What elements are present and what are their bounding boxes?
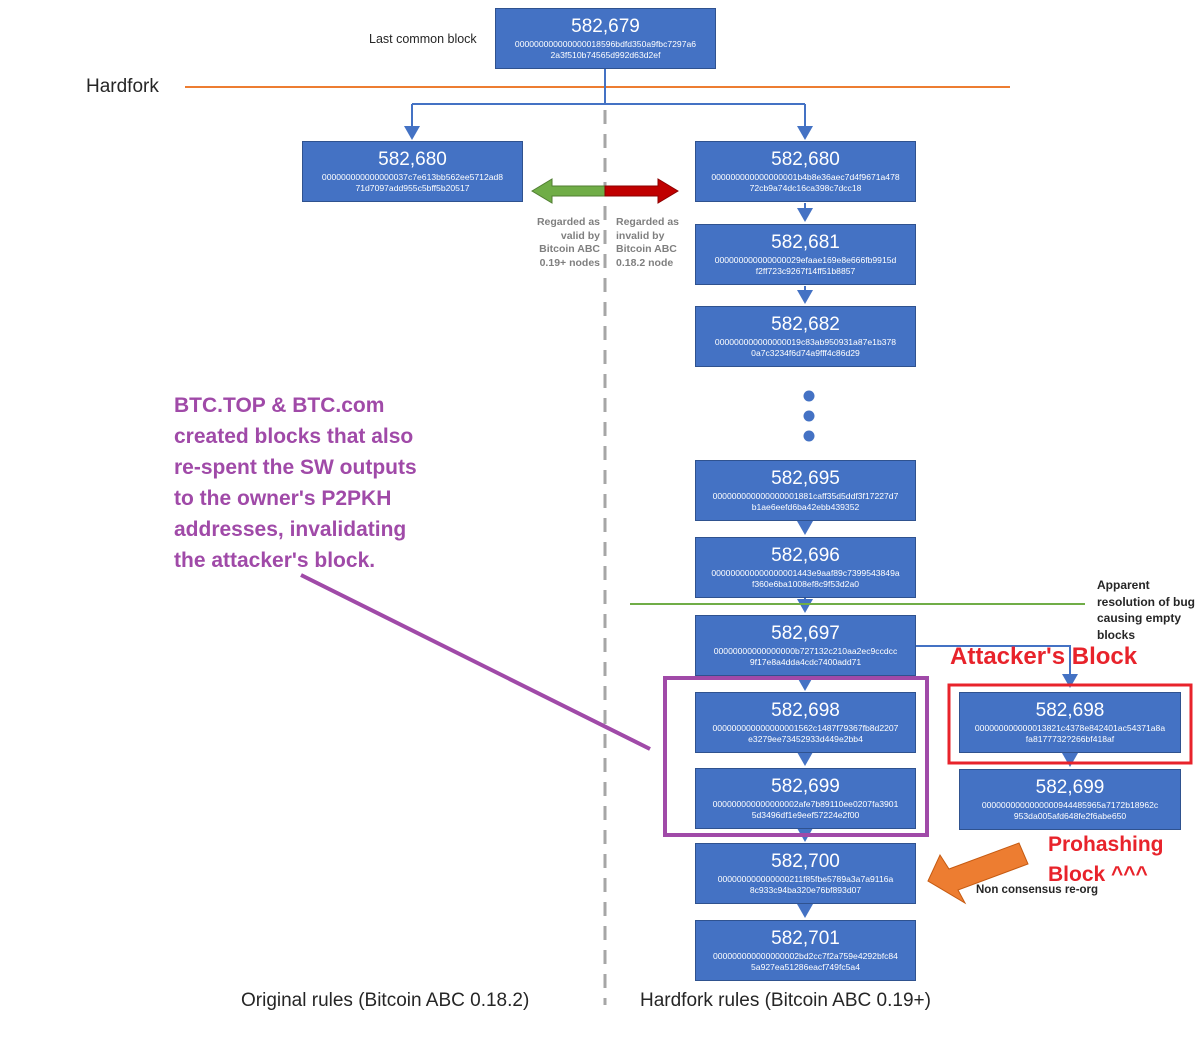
block-582682[interactable]: 582,682 000000000000000019c83ab950931a87…: [695, 306, 916, 367]
block-hash: 000000000000000002afe7b89110ee0207fa3901…: [712, 799, 899, 820]
block-height: 582,701: [771, 928, 840, 949]
valid-note: Regarded as valid by Bitcoin ABC 0.19+ n…: [536, 216, 600, 269]
block-hash: 0000000000000000944485965a7172b18962c 95…: [981, 800, 1159, 821]
block-height: 582,680: [378, 149, 447, 170]
fork-connector: [412, 68, 805, 105]
block-582699[interactable]: 582,699 000000000000000002afe7b89110ee02…: [695, 768, 916, 829]
invalid-arrow: [604, 178, 679, 204]
block-582696[interactable]: 582,696 000000000000000001443e9aaf89c739…: [695, 537, 916, 598]
block-582698-attacker[interactable]: 582,698 000000000000013821c4378e842401ac…: [959, 692, 1181, 753]
block-hash: 000000000000000001b4b8e36aec7d4f9671a478…: [711, 172, 900, 193]
block-582698[interactable]: 582,698 000000000000000001562c1487f79367…: [695, 692, 916, 753]
hardfork-rules-label: Hardfork rules (Bitcoin ABC 0.19+): [640, 990, 931, 1011]
non-consensus-label: Non consensus re-org: [976, 884, 1099, 896]
block-582697[interactable]: 582,697 00000000000000000b727132c210aa2e…: [695, 615, 916, 676]
attacker-branch-connector: [916, 645, 1078, 688]
attacker-highlight-box: [947, 683, 1193, 765]
block-582680[interactable]: 582,680 000000000000000001b4b8e36aec7d4f…: [695, 141, 916, 202]
purple-pointer-line: [300, 573, 651, 751]
block-582700[interactable]: 582,700 000000000000000211f85fbe5789a3a7…: [695, 843, 916, 904]
block-height: 582,697: [771, 623, 840, 644]
block-height: 582,682: [771, 314, 840, 335]
hardfork-label: Hardfork: [86, 76, 159, 97]
block-582699-prohashing[interactable]: 582,699 0000000000000000944485965a7172b1…: [959, 769, 1181, 830]
block-height: 582,699: [771, 776, 840, 797]
block-582701[interactable]: 582,701 000000000000000002bd2cc7f2a759e4…: [695, 920, 916, 981]
block-hash: 000000000000013821c4378e842401ac54371a8a…: [974, 723, 1166, 744]
block-hash: 000000000000000019c83ab950931a87e1b378 0…: [714, 337, 897, 358]
orange-reorg-arrow: [927, 842, 1029, 905]
ellipsis-dot: [803, 430, 815, 442]
block-hash: 000000000000000211f85fbe5789a3a7a9116a 8…: [717, 874, 894, 895]
attackers-block-label: Attacker's Block: [950, 643, 1138, 670]
valid-arrow: [531, 178, 606, 204]
block-hash: 000000000000000001881caff35d5ddf3f17227d…: [712, 491, 899, 512]
block-582695[interactable]: 582,695 000000000000000001881caff35d5ddf…: [695, 460, 916, 521]
block-height: 582,696: [771, 545, 840, 566]
ellipsis-dot: [803, 410, 815, 422]
block-hash: 000000000000000001443e9aaf89c7399543849a…: [711, 568, 900, 589]
apparent-resolution-note: Apparent resolution of bug causing empty…: [1097, 578, 1195, 642]
block-height: 582,695: [771, 468, 840, 489]
block-height: 582,680: [771, 149, 840, 170]
last-common-block-label: Last common block: [369, 32, 477, 46]
purple-annotation: BTC.TOP & BTC.com created blocks that al…: [174, 394, 417, 572]
block-height: 582,699: [1035, 777, 1105, 798]
block-height: 582,700: [771, 851, 840, 872]
prohashing-label: Prohashing Block ^^^: [1048, 833, 1164, 886]
invalid-note: Regarded as invalid by Bitcoin ABC 0.18.…: [616, 216, 680, 269]
block-hash: 000000000000000018596bdfd350a9fbc7297a6 …: [514, 39, 697, 60]
block-hash: 000000000000000029efaae169e8e666fb9915d …: [714, 255, 897, 276]
block-hash: 000000000000000002bd2cc7f2a759e4292bfc84…: [713, 951, 898, 972]
block-height: 582,698: [771, 700, 840, 721]
block-height: 582,679: [571, 16, 640, 37]
block-582681[interactable]: 582,681 000000000000000029efaae169e8e666…: [695, 224, 916, 285]
block-hash: 000000000000000001562c1487f79367fb8d2207…: [712, 723, 899, 744]
block-582679[interactable]: 582,679 000000000000000018596bdfd350a9fb…: [495, 8, 716, 69]
ellipsis-dot: [803, 390, 815, 402]
original-rules-label: Original rules (Bitcoin ABC 0.18.2): [241, 990, 530, 1011]
block-582680-original[interactable]: 582,680 000000000000000037c7e613bb562ee5…: [302, 141, 523, 202]
block-hash: 00000000000000000b727132c210aa2ec9ccdcc …: [713, 646, 898, 667]
purple-highlight-box: [663, 676, 929, 837]
block-height: 582,681: [771, 232, 840, 253]
block-height: 582,698: [1035, 700, 1105, 721]
block-hash: 000000000000000037c7e613bb562ee5712ad8 7…: [321, 172, 504, 193]
